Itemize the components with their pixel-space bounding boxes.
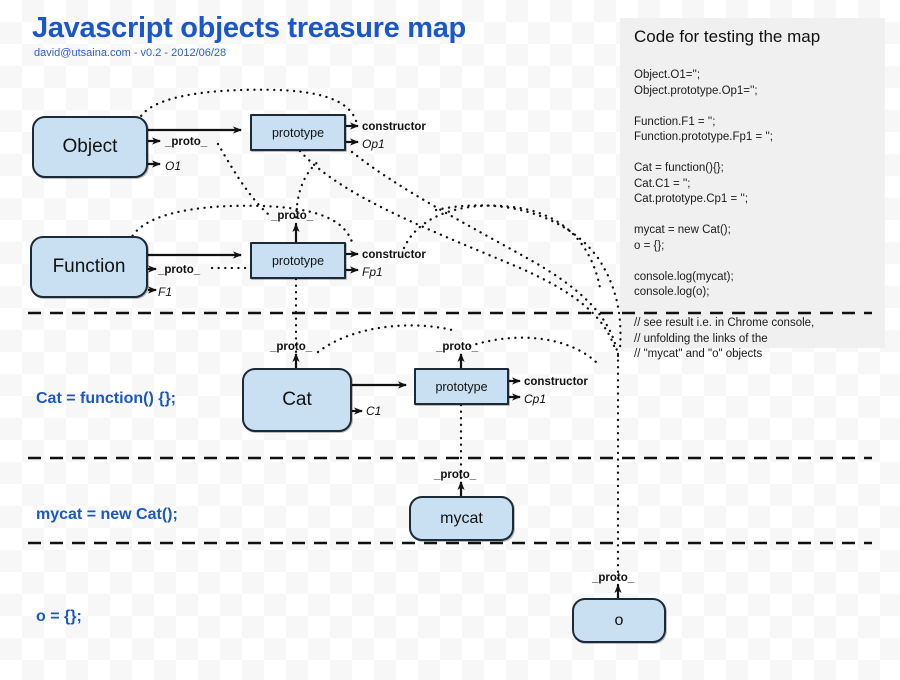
label-object-proto: _proto_ bbox=[165, 136, 208, 148]
section-label-o: o = {}; bbox=[36, 608, 82, 625]
label-function-proto: _proto_ bbox=[158, 264, 201, 276]
label-function-f1: F1 bbox=[158, 285, 173, 299]
node-o[interactable]: o bbox=[572, 598, 666, 643]
label-function-constructor: constructor bbox=[362, 249, 426, 261]
node-function[interactable]: Function bbox=[30, 236, 148, 298]
section-label-cat: Cat = function() {}; bbox=[36, 390, 176, 407]
node-object-prototype-label: prototype bbox=[271, 125, 325, 140]
node-o-label: o bbox=[614, 611, 624, 629]
label-cat-cp1: Cp1 bbox=[524, 392, 547, 406]
node-cat-prototype[interactable]: prototype bbox=[414, 368, 509, 405]
page-subtitle: david@utsaina.com - v0.2 - 2012/06/28 bbox=[34, 47, 227, 59]
node-function-prototype[interactable]: prototype bbox=[250, 242, 346, 279]
label-object-constructor: constructor bbox=[362, 121, 426, 133]
section-label-mycat: mycat = new Cat(); bbox=[36, 506, 178, 523]
node-object-label: Object bbox=[62, 136, 118, 157]
node-function-prototype-label: prototype bbox=[271, 253, 325, 268]
code-panel-background bbox=[620, 18, 885, 348]
code-panel-body: Object.O1=''; Object.prototype.Op1=''; F… bbox=[634, 69, 815, 360]
label-o-proto: _proto_ bbox=[592, 572, 635, 584]
label-object-op1: Op1 bbox=[362, 137, 385, 151]
node-mycat-label: mycat bbox=[440, 509, 483, 527]
node-cat-label: Cat bbox=[282, 389, 312, 410]
node-object[interactable]: Object bbox=[32, 116, 148, 178]
label-function-fp1: Fp1 bbox=[362, 265, 383, 279]
label-cat-c1: C1 bbox=[366, 404, 382, 418]
node-cat-prototype-label: prototype bbox=[435, 379, 488, 394]
page-title: Javascript objects treasure map bbox=[32, 12, 466, 44]
label-cat-proto: _proto_ bbox=[270, 341, 313, 353]
code-panel-title: Code for testing the map bbox=[634, 27, 821, 46]
label-functionproto-proto: _proto_ bbox=[271, 210, 314, 222]
node-function-label: Function bbox=[52, 256, 126, 277]
label-mycat-proto: _proto_ bbox=[434, 469, 477, 481]
node-cat[interactable]: Cat bbox=[242, 368, 352, 432]
label-cat-constructor: constructor bbox=[524, 376, 588, 388]
label-object-o1: O1 bbox=[165, 159, 182, 173]
node-mycat[interactable]: mycat bbox=[409, 496, 514, 541]
label-catproto-proto: _proto_ bbox=[436, 341, 479, 353]
node-object-prototype[interactable]: prototype bbox=[250, 114, 346, 151]
